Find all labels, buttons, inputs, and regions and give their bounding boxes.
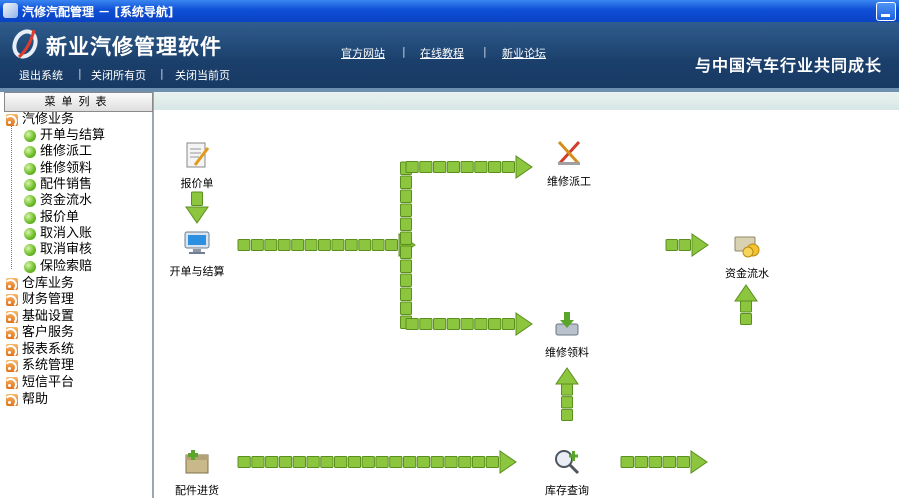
sidebar-item-label: 资金流水 (40, 193, 93, 208)
sidebar-item-label: 汽修业务 (22, 112, 75, 127)
header-divider (0, 88, 899, 92)
sidebar-item-label: 系统管理 (22, 358, 75, 373)
green-dot-icon (24, 130, 36, 142)
green-dot-icon (24, 228, 36, 240)
navigation-panel: 报价单 开单与结算 维修派工 维修领料 (154, 92, 899, 498)
flow-node-label: 报价单 (180, 177, 214, 190)
title-bar: 汽修汽配管理 － [系统导航] (0, 0, 899, 22)
logo-icon (12, 29, 38, 59)
app-icon (3, 3, 18, 18)
green-dot-icon (24, 261, 36, 273)
sidebar-item-label: 维修派工 (40, 144, 93, 159)
green-dot-icon (24, 195, 36, 207)
sidebar-item-label: 取消入账 (40, 226, 93, 241)
flow-node-label: 库存查询 (545, 484, 589, 497)
rss-icon (6, 114, 18, 126)
separator: | (402, 45, 406, 58)
official-site-link[interactable]: 官方网站 (341, 47, 385, 60)
flow-node-parts-in[interactable]: 配件进货 (152, 447, 242, 498)
sidebar-item-label: 报价单 (40, 210, 80, 225)
flow-arrows (185, 155, 758, 474)
close-all-pages-link[interactable]: 关闭所有页 (91, 69, 146, 82)
close-current-page-link[interactable]: 关闭当前页 (175, 69, 230, 82)
cash-coins-icon (734, 236, 760, 258)
flow-node-label: 开单与结算 (169, 265, 225, 278)
rss-icon (6, 344, 18, 356)
flow-node-stock-query[interactable]: 库存查询 (522, 447, 612, 498)
flow-node-label: 维修领料 (545, 346, 589, 359)
quote-document-icon (186, 142, 210, 168)
green-dot-icon (24, 212, 36, 224)
flow-node-label: 配件进货 (175, 484, 219, 497)
green-dot-icon (24, 146, 36, 158)
sidebar-item-label: 财务管理 (22, 292, 75, 307)
separator: | (78, 67, 82, 80)
rss-icon (6, 327, 18, 339)
separator: | (483, 45, 487, 58)
sidebar-item-label: 配件销售 (40, 177, 93, 192)
rss-icon (6, 394, 18, 406)
sidebar-item-label: 仓库业务 (22, 276, 75, 291)
flow-node-billing[interactable]: 开单与结算 (152, 228, 242, 279)
minimize-button[interactable] (876, 2, 896, 21)
online-tutorial-link[interactable]: 在线教程 (420, 47, 464, 60)
magnifier-search-icon (555, 450, 580, 475)
green-dot-icon (24, 163, 36, 175)
sidebar-item-label: 客户服务 (22, 325, 75, 340)
tree-connector (11, 123, 12, 269)
flow-node-dispatch[interactable]: 维修派工 (524, 138, 614, 189)
sidebar-item-label: 短信平台 (22, 375, 75, 390)
flow-node-cashflow[interactable]: 资金流水 (702, 230, 792, 281)
sidebar-item-label: 帮助 (22, 392, 49, 407)
repair-dispatch-icon (557, 140, 581, 166)
sidebar: 菜单列表 汽修业务 开单与结算 维修派工 维修领料 配件销售 资金流水 报价单 … (0, 92, 154, 498)
parts-box-icon (185, 450, 209, 474)
separator: | (160, 67, 164, 80)
flow-node-materials[interactable]: 维修领料 (522, 309, 612, 360)
sidebar-item-label: 取消审核 (40, 242, 93, 257)
sidebar-item-label: 报表系统 (22, 342, 75, 357)
sidebar-item-label: 开单与结算 (40, 128, 106, 143)
green-dot-icon (24, 244, 36, 256)
sidebar-item-label: 维修领料 (40, 161, 93, 176)
content-topbar (154, 92, 899, 110)
slogan: 与中国汽车行业共同成长 (695, 56, 883, 75)
exit-system-link[interactable]: 退出系统 (19, 69, 63, 82)
download-drive-icon (555, 312, 579, 336)
monitor-icon (184, 231, 210, 254)
rss-icon (6, 294, 18, 306)
menu-list-header: 菜单列表 (4, 92, 153, 112)
flow-node-label: 资金流水 (725, 267, 769, 280)
rss-icon (6, 311, 18, 323)
forum-link[interactable]: 新业论坛 (502, 47, 546, 60)
green-dot-icon (24, 179, 36, 191)
app-header: 新业汽修管理软件 退出系统 | 关闭所有页 | 关闭当前页 官方网站 | 在线教… (0, 22, 899, 88)
rss-icon (6, 278, 18, 290)
brand-name: 新业汽修管理软件 (46, 34, 222, 59)
window-title: 汽修汽配管理 － [系统导航] (22, 5, 174, 19)
sidebar-item-label: 保险索赔 (40, 259, 93, 274)
flow-node-label: 维修派工 (547, 175, 591, 188)
sidebar-item-label: 基础设置 (22, 309, 75, 324)
rss-icon (6, 360, 18, 372)
rss-icon (6, 377, 18, 389)
flow-node-quote[interactable]: 报价单 (152, 140, 242, 191)
